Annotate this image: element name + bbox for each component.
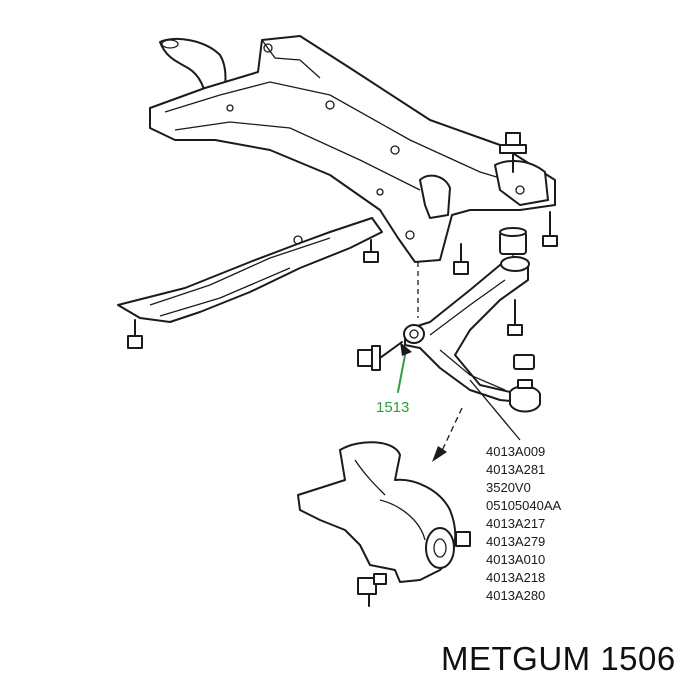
part-number: 3520V0 (486, 480, 531, 495)
bolt-center (453, 243, 469, 275)
bolt-brace-left (127, 319, 143, 349)
callout-arrow (397, 342, 412, 393)
bolt-top-right (499, 132, 527, 173)
part-number: 4013A279 (486, 534, 546, 549)
callout-label: 1513 (376, 399, 410, 416)
lower-control-arm (403, 256, 541, 413)
bolt-right-vertical (542, 211, 558, 247)
part-number: 4013A218 (486, 570, 546, 585)
brace-bar (117, 217, 383, 323)
arm-pivot-bolt (357, 341, 403, 371)
front-subframe (149, 35, 556, 263)
leader-line (469, 379, 521, 441)
part-number: 4013A217 (486, 516, 546, 531)
bolt-brace-right (363, 239, 379, 263)
bushing-right (499, 227, 527, 255)
steering-knuckle (297, 441, 471, 607)
subframe-bolts (127, 132, 558, 349)
brand-caption: METGUM 1506 (441, 640, 676, 677)
assembly-arrow (432, 407, 463, 462)
part-number: 4013A281 (486, 462, 546, 477)
part-number-list: 4013A009 4013A281 3520V0 05105040AA 4013… (486, 443, 561, 605)
part-number: 05105040AA (486, 498, 562, 513)
part-number: 4013A009 (486, 444, 546, 459)
part-number: 4013A280 (486, 588, 546, 603)
part-number: 4013A010 (486, 552, 546, 567)
